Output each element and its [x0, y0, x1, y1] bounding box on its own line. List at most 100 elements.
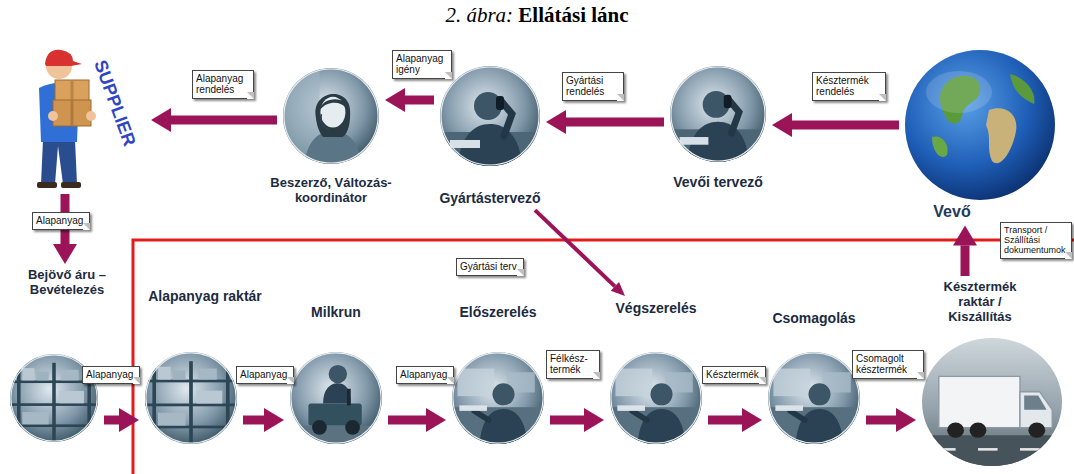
art-part — [926, 71, 992, 113]
document-label: Alapanyag rendelés — [192, 70, 254, 99]
shipping-truck-photo-art — [922, 338, 1062, 466]
role-photo: Beszerző, Változás- koordinátor — [283, 68, 379, 164]
art-part — [724, 95, 732, 108]
art-part — [452, 352, 544, 444]
art-part — [480, 409, 528, 444]
flow-arrow — [388, 408, 446, 432]
art-part — [922, 376, 1062, 466]
node-caption: Alapanyag raktár — [135, 288, 275, 304]
art-part — [947, 422, 964, 437]
art-part — [22, 368, 34, 380]
art-part — [291, 353, 381, 443]
art-part — [671, 67, 765, 161]
process-photo-art — [145, 352, 237, 444]
flow-arrow — [772, 113, 899, 137]
customer-globe-art — [905, 50, 1055, 200]
art-part — [53, 100, 91, 126]
art-part — [145, 404, 237, 407]
node-caption: Vevő — [922, 203, 982, 221]
art-part — [173, 370, 186, 379]
arrow-shaft — [866, 416, 896, 425]
process-photo-art — [768, 352, 860, 444]
art-part — [61, 370, 79, 381]
art-part — [22, 412, 48, 424]
arrow-head — [151, 108, 171, 132]
art-part — [197, 391, 223, 404]
art-part — [59, 391, 84, 403]
art-part — [670, 91, 766, 162]
flow-arrow — [104, 408, 139, 432]
art-part — [321, 114, 329, 129]
art-part — [10, 424, 98, 427]
art-part — [71, 80, 74, 102]
arrow-shaft — [535, 210, 615, 286]
document-label: Késztermék rendelés — [812, 72, 886, 101]
art-part — [41, 140, 77, 184]
plan-arrow — [535, 210, 625, 296]
title-number: 2. ábra: — [445, 3, 513, 27]
arrow-head — [546, 110, 566, 134]
art-part — [452, 369, 544, 444]
art-part — [145, 426, 237, 429]
art-part — [492, 383, 514, 405]
art-part — [1024, 396, 1046, 410]
art-part — [323, 383, 351, 403]
art-part — [315, 94, 350, 137]
title-text: Ellátási lánc — [513, 3, 629, 27]
art-part — [55, 80, 89, 102]
art-part — [320, 97, 345, 128]
flow-arrow — [243, 408, 284, 432]
art-part — [768, 352, 860, 444]
art-part — [774, 369, 811, 397]
art-part — [198, 369, 216, 380]
figure-title: 2. ábra: Ellátási lánc — [0, 2, 1074, 28]
art-part — [329, 365, 347, 383]
process-photo: Előszerelés — [452, 352, 544, 444]
art-part — [970, 422, 987, 437]
art-part — [146, 353, 236, 443]
art-part — [474, 411, 489, 420]
art-part — [37, 182, 57, 188]
document-label: Transport / Szállítási dokumentumok — [1000, 222, 1072, 259]
art-part — [283, 68, 379, 164]
art-part — [638, 409, 686, 444]
arrow-shaft — [405, 96, 434, 105]
arrow-shaft — [961, 245, 970, 276]
node-caption: Végszerelés — [606, 300, 706, 316]
arrow-head — [119, 408, 139, 432]
art-part — [610, 369, 702, 444]
arrow-shaft — [792, 121, 899, 130]
flow-arrow — [546, 110, 664, 134]
art-part — [610, 407, 702, 444]
art-part — [936, 448, 956, 451]
arrow-head — [426, 408, 446, 432]
arrow-shaft — [388, 416, 426, 425]
node-caption: Bejövő áru –Bevételezés — [7, 268, 127, 298]
arrow-shaft — [708, 416, 742, 425]
process-photo: Végszerelés — [610, 352, 702, 444]
art-part — [347, 389, 351, 406]
art-part — [453, 353, 543, 443]
art-part — [158, 413, 186, 426]
art-part — [145, 352, 237, 444]
art-part — [441, 67, 539, 165]
art-part — [283, 68, 362, 164]
process-photo: Milkrun — [290, 352, 382, 444]
flow-arrow — [385, 88, 434, 112]
arrow-shaft — [104, 416, 119, 425]
node-caption: Gyártástervező — [425, 190, 555, 206]
arrow-shaft — [566, 118, 664, 127]
art-part — [10, 403, 98, 406]
art-part — [939, 376, 1020, 427]
art-part — [986, 108, 1016, 163]
art-part — [775, 405, 803, 411]
document-label: Alapanyag igény — [392, 50, 452, 79]
art-part — [768, 407, 860, 444]
flow-arrow — [866, 408, 916, 432]
document-label: Gyártási rendelés — [562, 72, 624, 101]
art-part — [48, 111, 58, 121]
process-photo: Alapanyag raktár — [145, 352, 237, 444]
art-part — [611, 353, 701, 443]
